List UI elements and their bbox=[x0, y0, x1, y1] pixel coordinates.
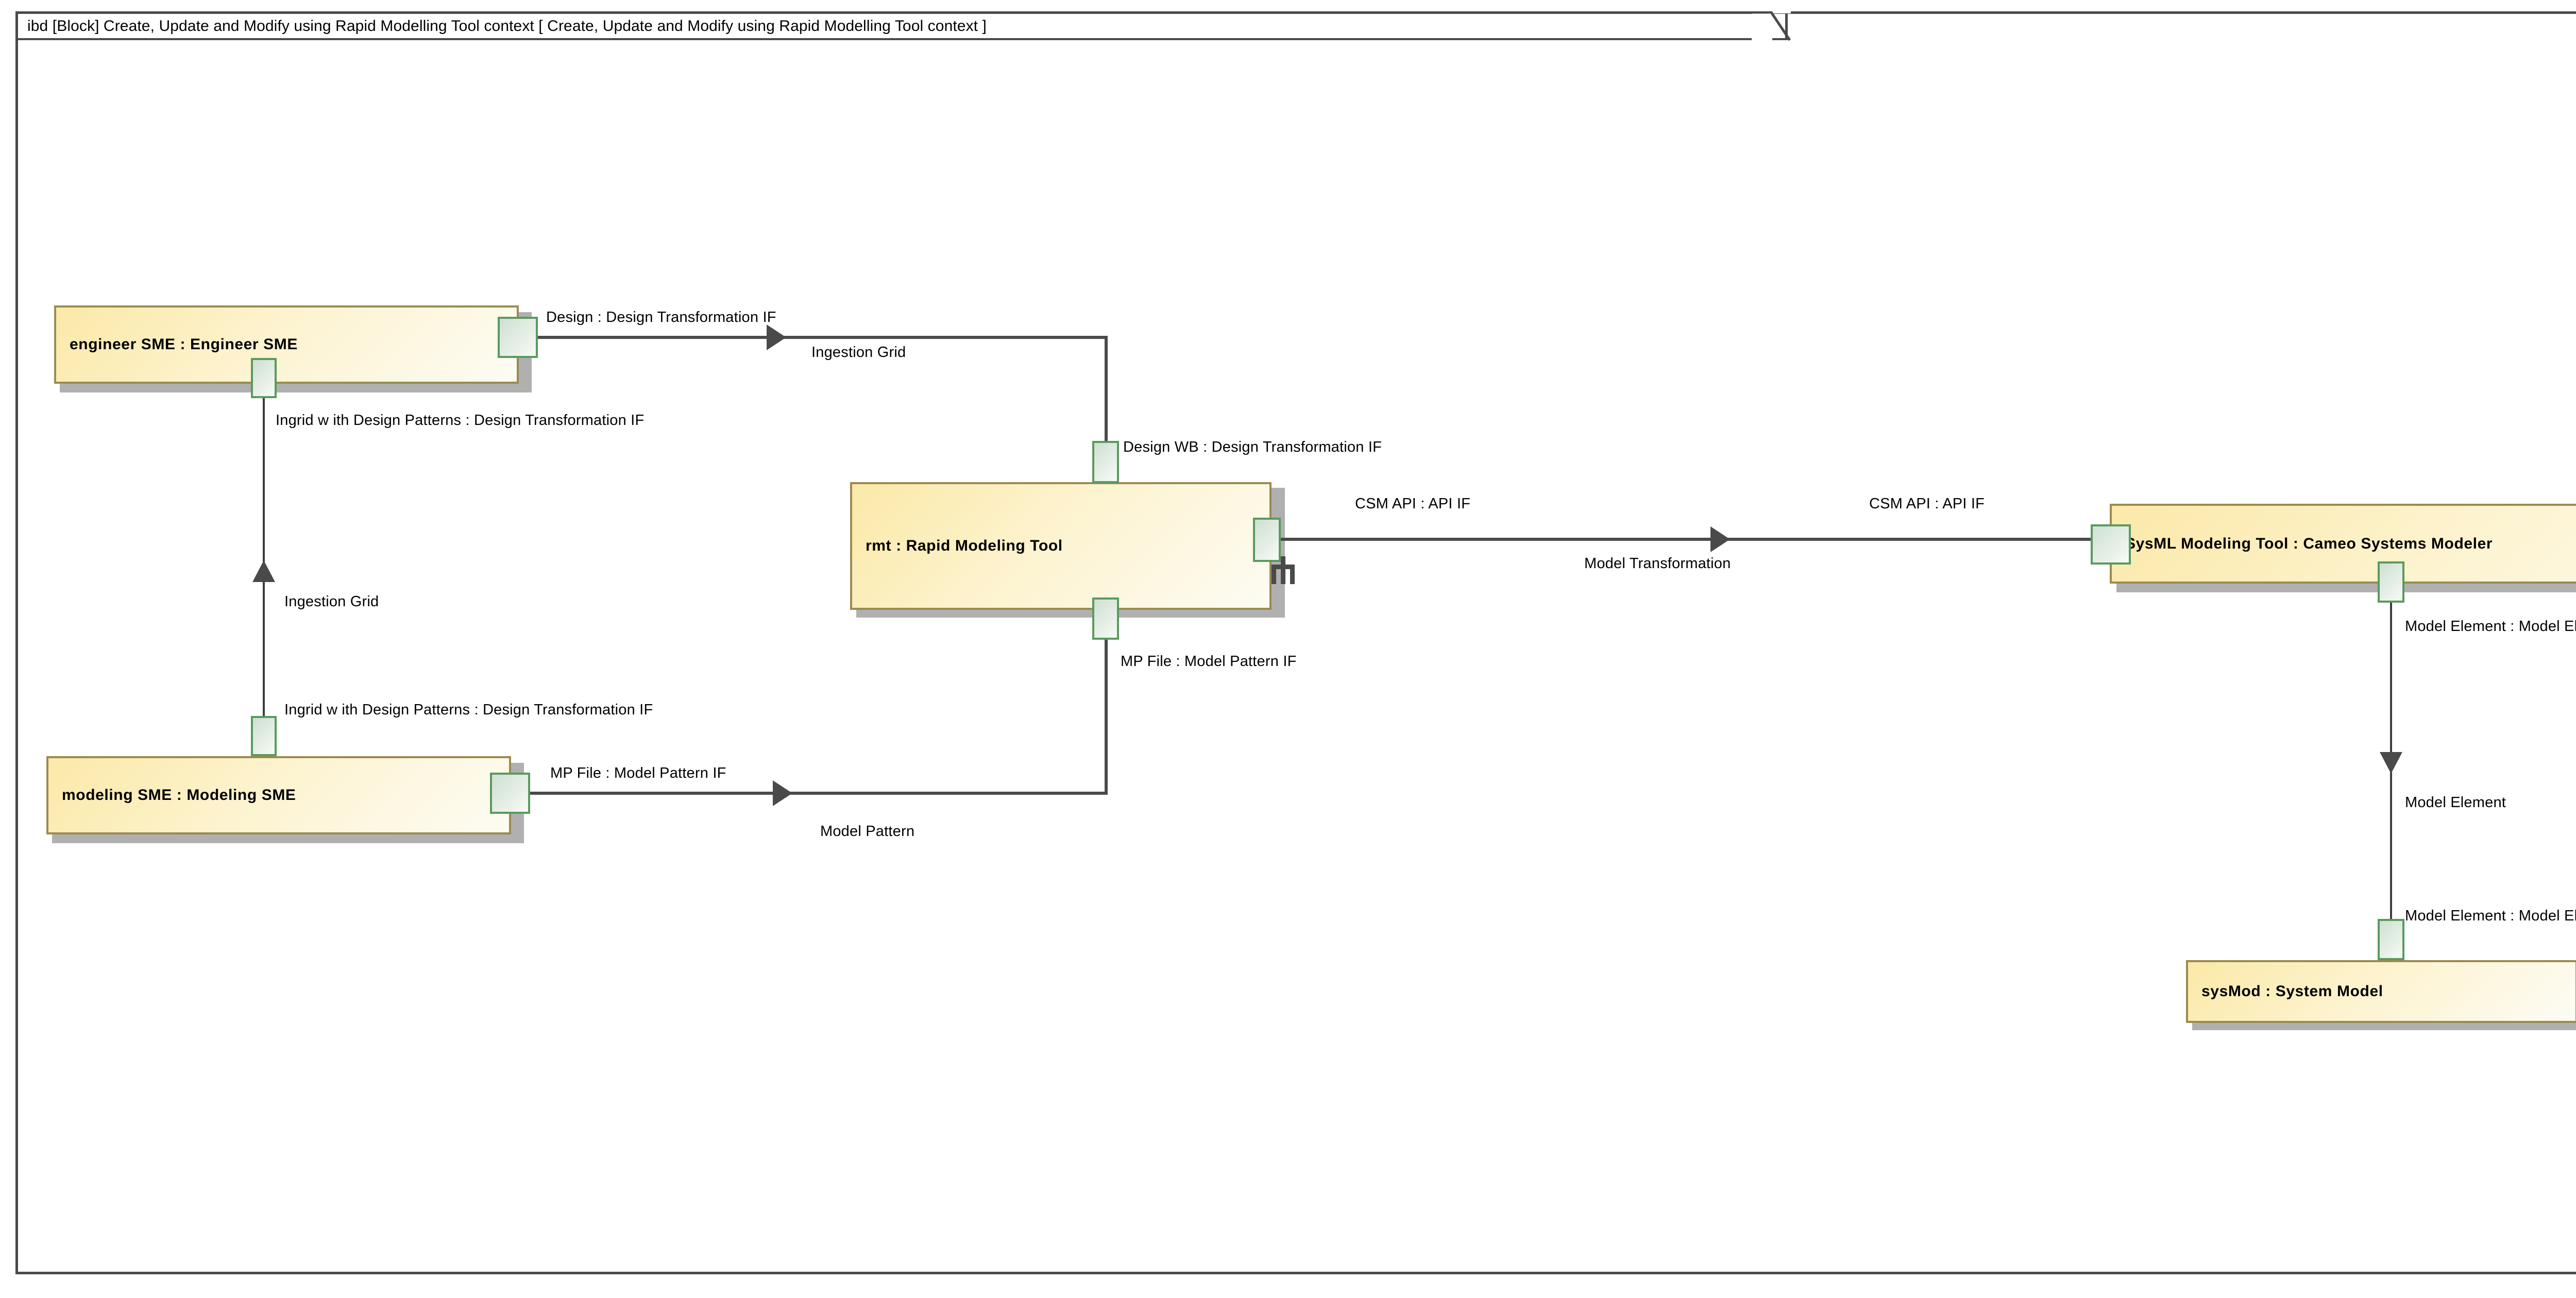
label-mp-file-rmt-port: MP File : Model Pattern IF bbox=[1121, 653, 1297, 670]
part-engineer-sme[interactable]: engineer SME : Engineer SME bbox=[54, 305, 519, 384]
label-mp-file-sme-port: MP File : Model Pattern IF bbox=[550, 765, 726, 781]
port-rmt-mp-file[interactable] bbox=[1092, 597, 1119, 640]
part-modeling-sme[interactable]: modeling SME : Modeling SME bbox=[46, 756, 511, 834]
arrow-model-element-down bbox=[2380, 752, 2402, 774]
label-model-transformation: Model Transformation bbox=[1584, 555, 1731, 572]
composite-structure-icon bbox=[1272, 556, 1295, 584]
part-rmt[interactable]: rmt : Rapid Modeling Tool bbox=[850, 482, 1272, 610]
frame-tab-corner-icon bbox=[1752, 11, 1791, 42]
port-rmt-design-wb[interactable] bbox=[1092, 441, 1119, 483]
part-sysml-tool[interactable]: SysML Modeling Tool : Cameo Systems Mode… bbox=[2110, 504, 2576, 584]
connector-model-transformation[interactable] bbox=[1279, 538, 2093, 541]
arrow-ingestion-grid-right bbox=[767, 324, 786, 350]
part-sysmod-label: sysMod : System Model bbox=[2201, 983, 2383, 1000]
diagram-frame-header[interactable]: ibd [Block] Create, Update and Modify us… bbox=[15, 11, 1788, 40]
label-model-element-tool-port: Model Element : Model Element IF bbox=[2405, 618, 2576, 635]
label-model-element-sysmod-port: Model Element : Model Element IF bbox=[2405, 908, 2576, 924]
connector-model-pattern-vertical[interactable] bbox=[1105, 638, 1108, 793]
port-rmt-csm-api[interactable] bbox=[1253, 518, 1281, 562]
label-ingrid-bottom-port: Ingrid w ith Design Patterns : Design Tr… bbox=[284, 702, 653, 718]
part-rmt-label: rmt : Rapid Modeling Tool bbox=[866, 537, 1063, 554]
diagram-header-label: ibd [Block] Create, Update and Modify us… bbox=[27, 17, 987, 35]
port-engineer-sme-ingrid[interactable] bbox=[251, 358, 277, 398]
diagram-frame bbox=[15, 11, 2576, 1274]
part-sysml-tool-label: SysML Modeling Tool : Cameo Systems Mode… bbox=[2125, 535, 2493, 552]
label-csm-api-tool-port: CSM API : API IF bbox=[1869, 496, 1985, 512]
port-sysmod-model-element[interactable] bbox=[2378, 919, 2404, 960]
part-engineer-sme-label: engineer SME : Engineer SME bbox=[70, 336, 298, 353]
part-sysmod[interactable]: sysMod : System Model bbox=[2186, 960, 2576, 1023]
connector-ingrid-vertical[interactable] bbox=[263, 397, 265, 717]
arrow-model-pattern-right bbox=[773, 780, 792, 806]
port-engineer-sme-design[interactable] bbox=[498, 317, 538, 358]
arrow-model-transformation-right bbox=[1710, 526, 1730, 552]
port-modeling-sme-mpfile[interactable] bbox=[490, 773, 530, 814]
connector-ingestion-grid-horizontal[interactable] bbox=[536, 336, 1108, 339]
label-ingestion-grid-left: Ingestion Grid bbox=[284, 593, 379, 610]
label-ingrid-top-port: Ingrid w ith Design Patterns : Design Tr… bbox=[276, 412, 645, 429]
label-ingestion-grid-top: Ingestion Grid bbox=[811, 344, 906, 361]
label-design-wb-port: Design WB : Design Transformation IF bbox=[1123, 439, 1382, 455]
port-sysml-tool-csm-api[interactable] bbox=[2091, 524, 2131, 565]
arrow-ingrid-up bbox=[252, 560, 275, 582]
connector-model-pattern-horizontal[interactable] bbox=[529, 792, 1108, 795]
port-sysml-tool-model-element[interactable] bbox=[2378, 561, 2404, 603]
label-csm-api-rmt-port: CSM API : API IF bbox=[1355, 496, 1470, 512]
part-modeling-sme-label: modeling SME : Modeling SME bbox=[62, 787, 296, 804]
label-model-element: Model Element bbox=[2405, 794, 2506, 811]
label-design-port: Design : Design Transformation IF bbox=[546, 309, 776, 326]
connector-ingestion-grid-vertical[interactable] bbox=[1105, 336, 1108, 445]
port-modeling-sme-ingrid[interactable] bbox=[251, 716, 277, 756]
label-model-pattern: Model Pattern bbox=[820, 823, 915, 840]
